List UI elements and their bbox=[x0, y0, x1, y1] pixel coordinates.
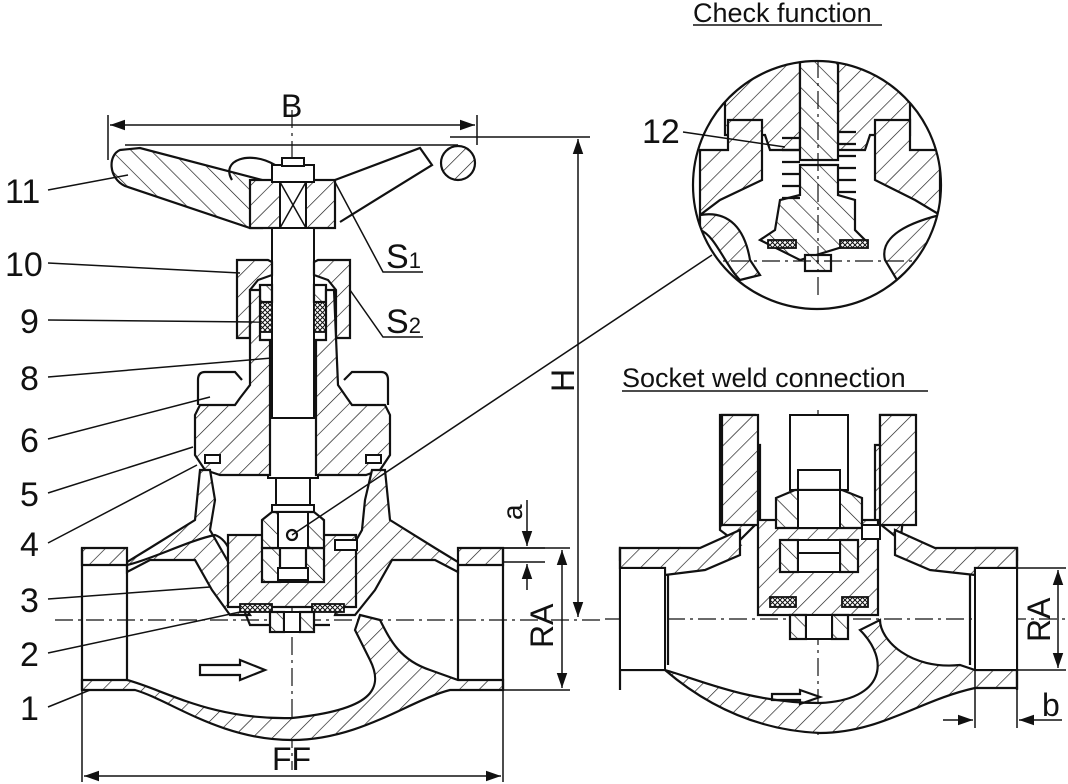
dimension-ra: RA bbox=[524, 603, 560, 648]
callout-s1: S1 bbox=[386, 238, 421, 276]
handwheel-nut bbox=[271, 164, 315, 183]
socket-weld-title: Socket weld connection bbox=[622, 363, 906, 393]
stem-thread bbox=[267, 417, 319, 479]
seat-seal-right bbox=[311, 603, 345, 613]
part-label-4: 4 bbox=[20, 526, 39, 564]
part-label-1: 1 bbox=[20, 690, 39, 728]
check-function-title: Check function bbox=[693, 0, 872, 28]
part-label-5: 5 bbox=[20, 476, 39, 514]
part-label-8: 8 bbox=[20, 360, 39, 398]
part-label-9: 9 bbox=[20, 303, 39, 341]
packing-right bbox=[313, 301, 327, 333]
part-label-2: 2 bbox=[20, 636, 39, 674]
check-function-detail: Check function 12 bbox=[642, 0, 943, 311]
socket-dimension-ra: RA bbox=[1021, 597, 1057, 642]
dimension-h: H bbox=[545, 369, 581, 392]
handwheel bbox=[110, 144, 477, 230]
part-label-3: 3 bbox=[20, 582, 39, 620]
dimension-b: B bbox=[281, 88, 302, 124]
packing-left bbox=[259, 301, 273, 333]
flow-arrow-icon bbox=[198, 658, 268, 682]
part-labels: 11 10 9 8 6 5 4 3 2 1 S1 S2 bbox=[5, 173, 421, 728]
dimension-a: a bbox=[497, 504, 528, 520]
dimension-ff: FF bbox=[272, 741, 311, 777]
seat-seal-left bbox=[239, 603, 273, 613]
part-label-11: 11 bbox=[5, 173, 40, 211]
part-label-12: 12 bbox=[642, 113, 680, 151]
part-label-10: 10 bbox=[5, 246, 43, 284]
part-label-6: 6 bbox=[20, 422, 39, 460]
detail-circle bbox=[691, 59, 943, 311]
socket-weld-detail: Socket weld connection bbox=[605, 363, 1066, 735]
main-valve-view bbox=[55, 110, 600, 770]
flow-arrow-small-icon bbox=[770, 688, 824, 706]
callout-s2: S2 bbox=[386, 303, 421, 341]
dimensions-main: B H a RA FF bbox=[81, 88, 590, 782]
stem bbox=[271, 227, 315, 419]
socket-dimension-b: b bbox=[1042, 687, 1060, 723]
leader-lines bbox=[47, 174, 713, 708]
